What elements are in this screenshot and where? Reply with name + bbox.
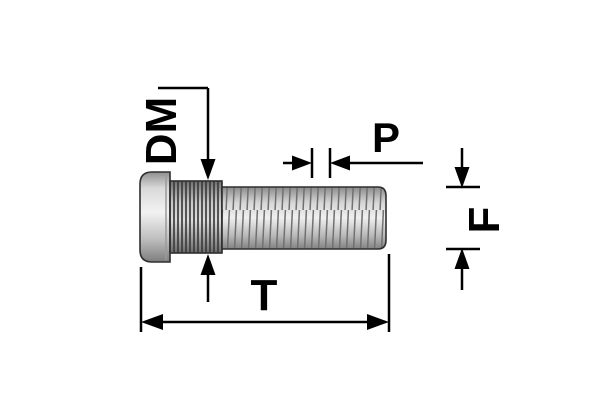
p-label: P <box>372 114 400 161</box>
t-arrow-left <box>141 314 163 330</box>
p-arrow-left <box>330 155 350 171</box>
knurl-section <box>169 180 223 254</box>
bolt-head <box>139 171 171 263</box>
thread-section <box>221 186 387 250</box>
dm-label: DM <box>137 97 186 165</box>
t-arrow-right <box>367 314 389 330</box>
f-arrow-down <box>454 167 470 188</box>
dim-p: P <box>283 114 423 178</box>
f-arrow-up <box>454 248 470 269</box>
f-label: F <box>460 207 509 234</box>
dm-arrow-up <box>200 254 216 275</box>
dim-t: T <box>139 254 391 332</box>
dim-f: F <box>446 148 509 290</box>
dm-arrow-down <box>200 159 216 180</box>
bolt-body <box>139 171 387 263</box>
p-arrow-right <box>292 155 312 171</box>
t-label: T <box>251 271 278 320</box>
dim-dm: DM <box>137 86 216 302</box>
